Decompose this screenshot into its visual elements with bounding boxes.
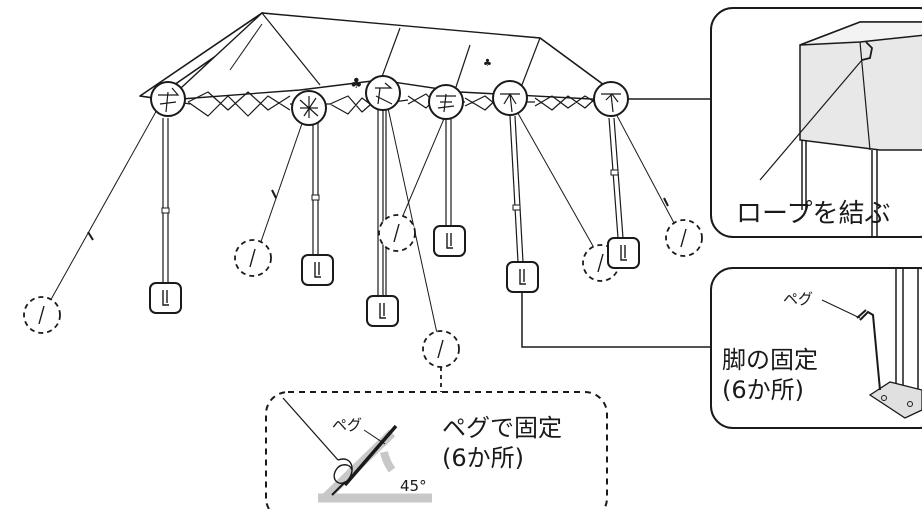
- leg-foot-plates: [149, 225, 640, 327]
- foot-plate-6: [607, 237, 640, 269]
- foot-plate-5: [506, 261, 539, 293]
- logo-leaf-icon: ♣: [350, 76, 363, 92]
- foot-plate-4: [433, 225, 466, 257]
- leg-fix-caption-line2: (6か所): [722, 376, 804, 404]
- tent-legs: [161, 110, 624, 296]
- scissor-truss: [187, 91, 599, 117]
- logo-leaf-icon-small: ♣: [483, 58, 492, 69]
- leg-5: [509, 115, 524, 263]
- peg-fix-caption-line1: ペグで固定: [442, 414, 562, 442]
- leg-fix-detail-panel: ペグ 脚の固定 (6か所): [710, 267, 922, 429]
- peg-fix-detail-panel: ペグ ペグで固定 (6か所) 45°: [265, 391, 608, 509]
- guy-ropes: [43, 107, 683, 348]
- corner-fitting-3: [365, 75, 401, 111]
- peg-angle-label: 45°: [400, 477, 427, 495]
- rope-tie-detail-panel: ロープを結ぶ: [710, 7, 922, 238]
- leg-4: [445, 118, 452, 226]
- foot-plate-2: [301, 254, 334, 286]
- tent-canopy: ♣ ♣: [139, 12, 611, 117]
- leg-fix-peg-label: ペグ: [783, 290, 813, 308]
- peg-points: [23, 214, 703, 368]
- leg-3: [377, 110, 387, 296]
- corner-fittings: [150, 75, 629, 126]
- foot-plate-3: [366, 295, 399, 327]
- foot-plate-1: [149, 282, 182, 314]
- leg-6: [608, 117, 624, 239]
- peg-fix-peg-label: ペグ: [332, 416, 362, 434]
- peg-fix-caption-line2: (6か所): [442, 444, 524, 472]
- rope-tie-caption: ロープを結ぶ: [736, 199, 890, 229]
- leg-2: [311, 122, 320, 255]
- corner-fitting-1: [150, 81, 186, 117]
- leg-1: [161, 118, 170, 283]
- leg-fix-caption-line1: 脚の固定: [722, 346, 818, 374]
